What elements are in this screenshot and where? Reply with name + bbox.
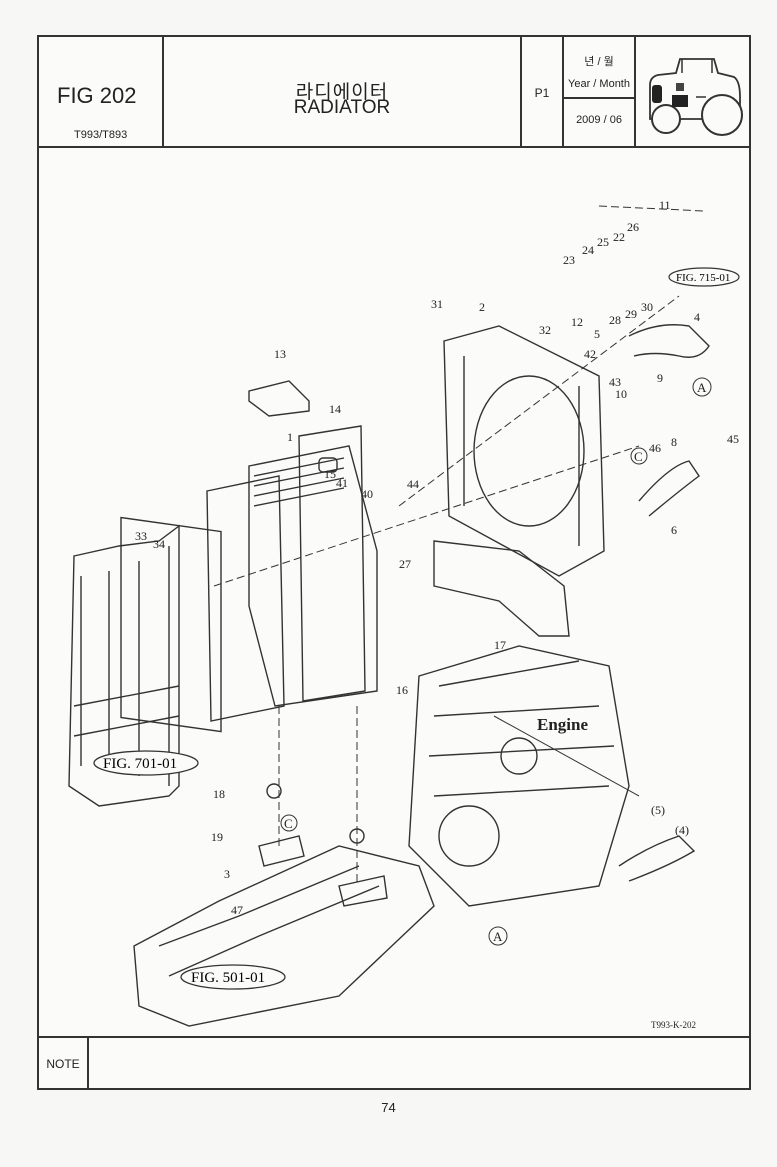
ref-fig-715[interactable]: FIG. 715-01 <box>668 267 740 287</box>
part-number-label: 3 <box>224 867 230 881</box>
part-number-label: 8 <box>671 435 677 449</box>
part-number-label: 44 <box>407 477 419 491</box>
part-number-label: 42 <box>584 347 596 361</box>
part-number-label: 40 <box>361 487 373 501</box>
part-number-label: 22 <box>613 230 625 244</box>
year-month-korean: 년 / 월 <box>584 56 614 68</box>
date-cell: 년 / 월 Year / Month 2009 / 06 <box>564 37 636 146</box>
part-number-label: 26 <box>627 220 639 234</box>
part-number-label: 14 <box>329 402 341 416</box>
part-number-label: 10 <box>615 387 627 401</box>
callout-a: A <box>493 929 503 944</box>
part-number-label: 13 <box>274 347 286 361</box>
tractor-icon-cell <box>636 37 749 146</box>
fig-number: FIG 202 <box>57 83 137 108</box>
chassis-frame <box>133 845 435 1027</box>
engine-block <box>408 645 630 907</box>
callout-c: C <box>284 816 293 831</box>
part-number-label: 15 <box>324 467 336 481</box>
ref-fig-label: FIG. 501-01 <box>191 970 265 986</box>
hose-4 <box>618 835 696 882</box>
parenthetical-ref-4: (4) <box>675 823 689 837</box>
note-row: NOTE <box>39 1036 749 1090</box>
upper-hose <box>628 324 710 358</box>
part-number-label: 18 <box>213 787 225 801</box>
part-number-label: 19 <box>211 830 223 844</box>
year-month-value: 2009 / 06 <box>576 114 622 126</box>
front-guard-frame <box>68 524 180 807</box>
callout-a: A <box>697 380 707 395</box>
page-number: 74 <box>381 1100 396 1115</box>
lower-hose <box>638 460 700 517</box>
part-number-label: 28 <box>609 313 621 327</box>
drawing-code: T993-K-202 <box>651 1020 696 1030</box>
ref-fig-701[interactable]: FIG. 701-01 <box>93 750 199 776</box>
part-number-label: 43 <box>609 375 621 389</box>
mount-bracket-left <box>258 835 305 867</box>
seal-gasket-14b <box>298 425 366 702</box>
part-number-label: 24 <box>582 243 594 257</box>
model-number: T993/T893 <box>74 129 128 141</box>
part-number-label: 46 <box>649 441 661 455</box>
exploded-diagram: 1 2 3 4 5 6 8 9 10 11 12 13 14 15 16 17 … <box>39 146 749 1036</box>
page-code: P1 <box>534 86 550 100</box>
fig-cell: FIG 202 T993/T893 <box>39 37 164 146</box>
radiator-exploded-view: 1 2 3 4 5 6 8 9 10 11 12 13 14 15 16 17 … <box>68 198 740 1030</box>
part-number-label: 32 <box>539 323 551 337</box>
fan-shroud <box>443 325 605 577</box>
engine-label: Engine <box>537 715 588 734</box>
mount-bracket-right <box>338 875 388 907</box>
part-number-label: 23 <box>563 253 575 267</box>
part-number-label: 12 <box>571 315 583 329</box>
mesh-screen <box>120 516 222 733</box>
seal-gasket-14 <box>206 475 285 722</box>
radiator-cap <box>318 457 338 473</box>
part-number-label: 17 <box>494 638 506 652</box>
bracket-13 <box>248 380 310 417</box>
part-number-label: 16 <box>396 683 408 697</box>
part-number-label: 9 <box>657 371 663 385</box>
part-number-label: 4 <box>694 310 700 324</box>
ref-fig-label: FIG. 715-01 <box>676 272 730 284</box>
part-number-label: 1 <box>287 430 293 444</box>
page-code-cell: P1 <box>522 37 564 146</box>
title-cell: 라디에이터 RADIATOR <box>164 37 522 146</box>
tractor-icon <box>649 58 743 136</box>
air-duct <box>433 540 570 637</box>
part-number-label: 5 <box>594 327 600 341</box>
title-block: FIG 202 T993/T893 라디에이터 RADIATOR P1 년 / … <box>39 37 749 148</box>
part-number-label: 27 <box>399 557 411 571</box>
part-number-label: 34 <box>153 537 165 551</box>
parts-sheet: FIG 202 T993/T893 라디에이터 RADIATOR P1 년 / … <box>37 35 751 1090</box>
ref-fig-501[interactable]: FIG. 501-01 <box>180 964 286 990</box>
title-korean: 라디에이터 <box>295 82 389 103</box>
part-number-label: 47 <box>231 903 243 917</box>
callout-c: C <box>634 449 643 464</box>
radiator-core <box>248 445 378 707</box>
part-number-label: 25 <box>597 235 609 249</box>
part-number-label: 41 <box>336 476 348 490</box>
ref-fig-label: FIG. 701-01 <box>103 756 177 772</box>
date-divider <box>564 97 634 99</box>
part-number-label: 33 <box>135 529 147 543</box>
year-month-label: Year / Month <box>568 78 630 90</box>
note-label: NOTE <box>39 1038 89 1090</box>
parenthetical-ref-5: (5) <box>651 803 665 817</box>
title-english: RADIATOR <box>293 97 391 118</box>
part-number-label: 45 <box>727 432 739 446</box>
part-number-label: 30 <box>641 300 653 314</box>
part-number-label: 31 <box>431 297 443 311</box>
part-number-label: 29 <box>625 307 637 321</box>
part-number-label: 6 <box>671 523 677 537</box>
part-number-label: 11 <box>659 198 671 212</box>
part-number-label: 2 <box>479 300 485 314</box>
